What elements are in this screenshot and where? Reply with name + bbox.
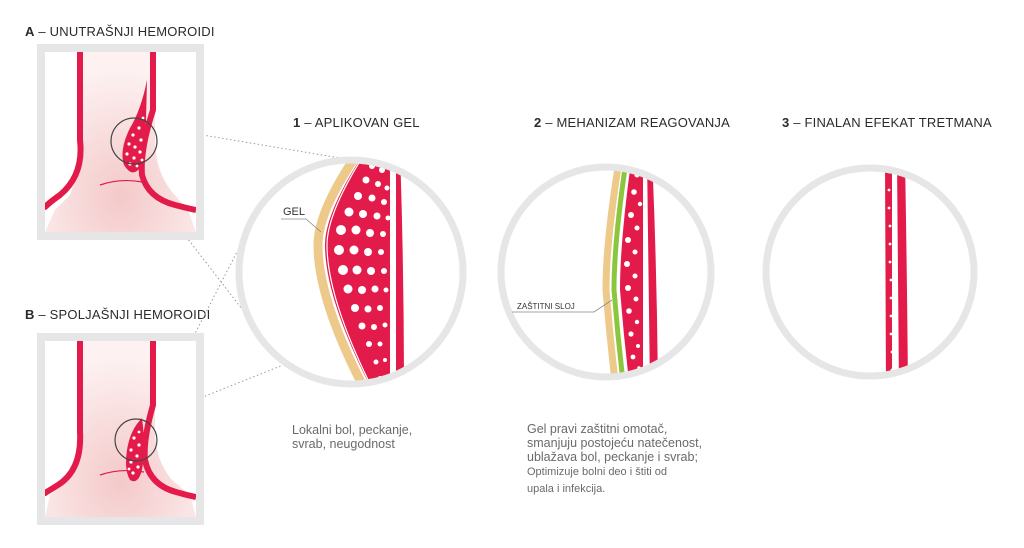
step-3-title: – FINALAN EFEKAT TRETMANA	[793, 115, 992, 130]
step-2-desc-line: smanjuju postojeću natečenost,	[527, 436, 703, 450]
step-1-desc-line: svrab, neugodnost	[292, 437, 395, 451]
panel-a-illustration	[37, 44, 204, 240]
step-3-label: 3 – FINALAN EFEKAT TRETMANA	[782, 115, 992, 130]
connector-b-top	[137, 362, 289, 424]
step-1-circle: GEL	[235, 156, 467, 388]
panel-b-label: B – SPOLJAŠNJI HEMOROIDI	[25, 307, 210, 322]
step-1-number: 1	[293, 115, 301, 130]
panel-a-label: A – UNUTRAŠNJI HEMOROIDI	[25, 24, 215, 39]
step-2-description: Gel pravi zaštitni omotač, smanjuju post…	[527, 422, 702, 464]
panel-a-title: – UNUTRAŠNJI HEMOROIDI	[38, 24, 215, 39]
step-1-label: 1 – APLIKOVAN GEL	[293, 115, 420, 130]
step-2-circle: ZAŠTITNI SLOJ	[497, 163, 715, 381]
step-2-desc-line: ublažava bol, peckanje i svrab;	[527, 450, 698, 464]
panel-b-zoom-circle	[114, 418, 158, 462]
protective-layer-tag: ZAŠTITNI SLOJ	[517, 302, 575, 311]
panel-a-zoom-circle	[110, 117, 158, 165]
step-1-title: – APLIKOVAN GEL	[304, 115, 420, 130]
protective-layer-pointer-line	[512, 299, 613, 313]
step-2-number: 2	[534, 115, 542, 130]
step-2-label: 2 – MEHANIZAM REAGOVANJA	[534, 115, 730, 130]
panel-b-title: – SPOLJAŠNJI HEMOROIDI	[38, 307, 211, 322]
step-1-description: Lokalni bol, peckanje, svrab, neugodnost	[292, 423, 412, 451]
step-2-desc-line: Gel pravi zaštitni omotač,	[527, 422, 668, 436]
step-2-desc-small-line: upala i infekcija.	[527, 483, 606, 495]
step-1-cells	[334, 163, 391, 380]
step-3-cells	[887, 170, 894, 372]
step-2-description-small: Optimizuje bolni deo i štiti od upala i …	[527, 464, 667, 498]
panel-b-letter: B	[25, 307, 35, 322]
panel-b-illustration	[37, 333, 204, 525]
step-3-circle	[762, 164, 978, 380]
panel-b-dots	[127, 430, 141, 475]
step-3-number: 3	[782, 115, 790, 130]
gel-tag: GEL	[283, 206, 305, 218]
step-2-title: – MEHANIZAM REAGOVANJA	[545, 115, 730, 130]
step-1-desc-line: Lokalni bol, peckanje,	[292, 423, 413, 437]
gel-pointer-line	[281, 218, 322, 233]
panel-a-letter: A	[25, 24, 35, 39]
step-2-desc-small-line: Optimizuje bolni deo i štiti od	[527, 466, 668, 478]
